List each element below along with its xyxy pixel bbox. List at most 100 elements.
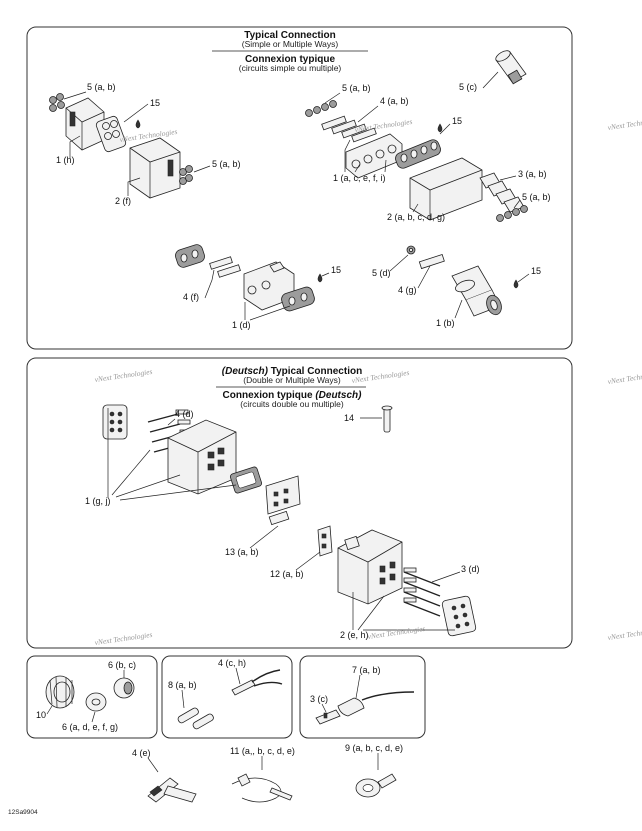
wedge-lock-12ab: [317, 525, 333, 557]
label-15-1: 15: [150, 98, 160, 108]
label-12ab: 12 (a, b): [270, 569, 304, 579]
label-9abcde: 9 (a, b, c, d, e): [345, 743, 403, 753]
seal-plate-15b: [395, 139, 441, 169]
seals-5ab-left: [49, 93, 65, 112]
label-2eh: 2 (e, h): [340, 630, 369, 640]
label-4ab: 4 (a, b): [380, 96, 409, 106]
section2-title-en: (Deutsch) Typical Connection: [222, 366, 362, 377]
connector-2abcdg-housing: [409, 157, 483, 221]
wedge-lock-13ab: [265, 475, 301, 526]
label-3d: 3 (d): [461, 564, 480, 574]
plug-6bc: [113, 677, 135, 699]
label-10: 10: [36, 710, 46, 720]
label-13ab: 13 (a, b): [225, 547, 259, 557]
connector-2f-housing: [129, 137, 181, 199]
terminals-3d: [403, 567, 441, 617]
label-4d: 4 (d): [175, 409, 194, 419]
terminal-4ch: [231, 669, 283, 696]
connector-1acefi-housing: [345, 133, 403, 179]
label-2f: 2 (f): [115, 196, 131, 206]
seal-plate-deutsch-right: [441, 595, 477, 637]
plug-6adefg: [85, 692, 107, 712]
section2-subtitle-fr: (circuits double ou multiple): [240, 399, 344, 409]
terminal-4e: [147, 777, 197, 803]
seal-gasket-frame: [229, 466, 263, 494]
watermark-text: vNext Technologies: [607, 625, 642, 642]
cable-tie-11: [231, 773, 293, 803]
connector-1gj-housing: [167, 419, 237, 495]
terminals-4ab: [321, 115, 377, 143]
figure-code: 12Sa9904: [8, 809, 38, 816]
section-simple-frame: [26, 26, 573, 350]
terminals-4f: [209, 256, 241, 278]
label-5c: 5 (c): [459, 82, 477, 92]
label-15-2: 15: [452, 116, 462, 126]
watermark-text: vNext Technologies: [607, 369, 642, 386]
label-5ab-2: 5 (a, b): [212, 159, 241, 169]
box-butt-connector: [299, 655, 426, 739]
watermark-text: vNext Technologies: [354, 117, 413, 134]
grease-drop-icon: [513, 279, 519, 289]
label-5ab-1: 5 (a, b): [87, 82, 116, 92]
seal-5d: [406, 245, 416, 255]
label-5ab-4: 5 (a, b): [522, 192, 551, 202]
grommet-10: [45, 675, 75, 709]
label-1h: 1 (h): [56, 155, 75, 165]
insulator-7ab: [337, 691, 415, 717]
label-8ab: 8 (a, b): [168, 680, 197, 690]
section1-subtitle-en: (Simple or Multiple Ways): [242, 39, 339, 49]
section2-title-fr: Connexion typique (Deutsch): [223, 390, 363, 401]
plug-5c: [495, 50, 527, 85]
label-6bc: 6 (b, c): [108, 660, 136, 670]
label-3ab: 3 (a, b): [518, 169, 547, 179]
section2-subtitle-en: (Double or Multiple Ways): [243, 375, 341, 385]
seal-plate-4f-left: [175, 244, 205, 268]
seals-5ab-right-a: [179, 165, 193, 185]
seal-plate-deutsch-left: [102, 404, 128, 440]
watermark-text: vNext Technologies: [94, 367, 153, 384]
terminal-3c: [315, 709, 341, 725]
watermark-text: vNext Technologies: [367, 624, 426, 641]
label-1gj: 1 (g, j): [85, 496, 111, 506]
section1-title-en: Typical Connection: [244, 30, 336, 41]
label-14: 14: [344, 413, 354, 423]
label-7ab: 7 (a, b): [352, 665, 381, 675]
label-3c: 3 (c): [310, 694, 328, 704]
seals-5ab-top: [305, 100, 337, 117]
box-grommets: [26, 655, 158, 739]
watermark-text: vNext Technologies: [94, 630, 153, 647]
label-15-3: 15: [331, 265, 341, 275]
section-deutsch-frame: [26, 357, 573, 649]
label-6adefg: 6 (a, d, e, f, g): [62, 722, 118, 732]
label-5ab-3: 5 (a, b): [342, 83, 371, 93]
grease-drop-icon: [135, 119, 141, 129]
section1-title-fr: Connexion typique: [245, 54, 335, 65]
watermark-text: vNext Technologies: [607, 115, 642, 132]
connector-2eh-housing: [337, 529, 403, 605]
splice-8ab: [177, 707, 214, 730]
label-1b: 1 (b): [436, 318, 455, 328]
grease-drop-icon: [437, 123, 443, 133]
label-15-4: 15: [531, 266, 541, 276]
label-4g: 4 (g): [398, 285, 417, 295]
label-5d: 5 (d): [372, 268, 391, 278]
seal-plate-15: [95, 115, 127, 153]
label-4e: 4 (e): [132, 748, 151, 758]
ring-terminal-9: [355, 773, 397, 798]
seals-5ab-bottom: [496, 205, 528, 222]
label-4f: 4 (f): [183, 292, 199, 302]
seal-plate-4f-right: [281, 286, 315, 312]
pin-14: [381, 405, 393, 433]
terminals-3ab: [479, 172, 525, 213]
label-2abcdg: 2 (a, b, c, d, g): [387, 212, 445, 222]
terminal-4g: [418, 253, 445, 270]
section1-subtitle-fr: (circuits simple ou multiple): [239, 63, 342, 73]
label-11abcde: 11 (a,, b, c, d, e): [230, 746, 295, 756]
label-1acefi: 1 (a, c, e, f, i): [333, 173, 386, 183]
grease-drop-icon: [317, 273, 323, 283]
label-1d: 1 (d): [232, 320, 251, 330]
box-terminals: [161, 655, 293, 739]
seal-15-round: [486, 294, 502, 316]
label-4ch: 4 (c, h): [218, 658, 246, 668]
